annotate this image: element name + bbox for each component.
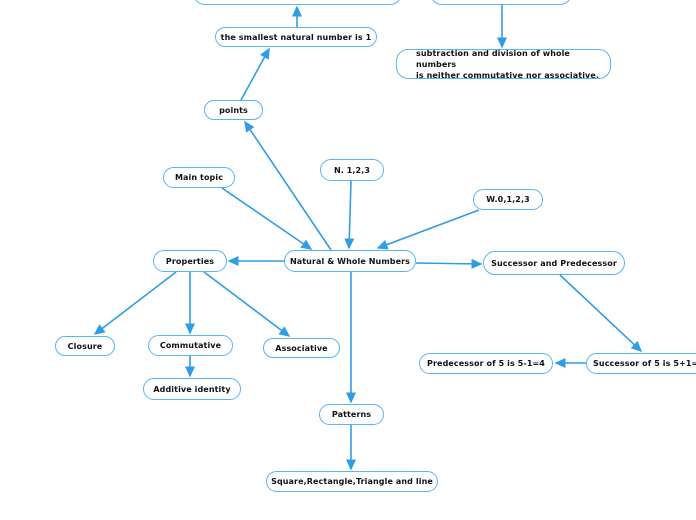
- node-smallest-natural-number[interactable]: the smallest natural number is 1: [215, 27, 377, 47]
- node-label: Successor and Predecessor: [491, 258, 617, 268]
- node-label: Closure: [67, 341, 103, 351]
- node-associative[interactable]: Associative: [263, 338, 340, 358]
- node-closure[interactable]: Closure: [55, 336, 115, 356]
- node-natural-whole-numbers[interactable]: Natural & Whole Numbers: [284, 250, 416, 272]
- node-label: W.0,1,2,3: [486, 195, 530, 204]
- edge-natural-whole-numbers--points: [244, 120, 332, 251]
- node-properties[interactable]: Properties: [153, 250, 227, 272]
- node-label: Commutative: [159, 341, 222, 350]
- edge-natural-numbers-example--natural-whole-numbers: [344, 180, 355, 250]
- node-patterns[interactable]: Patterns: [319, 404, 384, 425]
- node-topic-cut-top-right[interactable]: [430, 0, 572, 5]
- node-label: points: [219, 105, 248, 115]
- node-label: Main topic: [174, 173, 224, 182]
- node-successor-example[interactable]: Successor of 5 is 5+1=6: [586, 353, 696, 374]
- node-label: Associative: [275, 343, 328, 353]
- node-label: N. 1,2,3: [333, 165, 371, 175]
- edge-successor-and-predecessor--successor-example: [559, 274, 643, 353]
- edge-points--smallest-natural-number: [240, 47, 270, 101]
- node-label: subtraction and division of whole number…: [416, 48, 600, 80]
- node-label: Additive identity: [153, 384, 231, 394]
- node-commutative[interactable]: Commutative: [148, 335, 233, 356]
- node-label: Successor of 5 is 5+1=6: [593, 359, 696, 368]
- node-predecessor-example[interactable]: Predecessor of 5 is 5-1=4: [419, 353, 553, 374]
- edge-natural-whole-numbers--successor-and-predecessor: [415, 258, 483, 269]
- node-topic-cut-top-left[interactable]: [193, 0, 402, 5]
- node-label: Predecessor of 5 is 5-1=4: [427, 359, 545, 368]
- node-natural-numbers-example[interactable]: N. 1,2,3: [320, 159, 384, 181]
- node-additive-identity[interactable]: Additive identity: [143, 378, 241, 400]
- node-shapes-example[interactable]: Square,Rectangle,Triangle and line: [266, 471, 438, 492]
- node-label: Natural & Whole Numbers: [289, 256, 411, 266]
- edge-properties--associative: [203, 271, 291, 337]
- node-label: Patterns: [331, 410, 372, 419]
- node-label: Square,Rectangle,Triangle and line: [271, 477, 433, 486]
- node-main-topic[interactable]: Main topic: [163, 167, 235, 188]
- node-label: Properties: [165, 256, 215, 266]
- edge-main-topic--natural-whole-numbers: [221, 187, 313, 250]
- node-successor-and-predecessor[interactable]: Successor and Predecessor: [483, 251, 625, 275]
- node-whole-numbers-example[interactable]: W.0,1,2,3: [473, 189, 543, 210]
- node-label: the smallest natural number is 1: [220, 32, 372, 42]
- edge-properties--closure: [93, 271, 177, 335]
- node-subtraction-division-note[interactable]: subtraction and division of whole number…: [396, 48, 611, 80]
- edge-whole-numbers-example--natural-whole-numbers: [376, 209, 480, 250]
- node-points[interactable]: points: [204, 100, 263, 120]
